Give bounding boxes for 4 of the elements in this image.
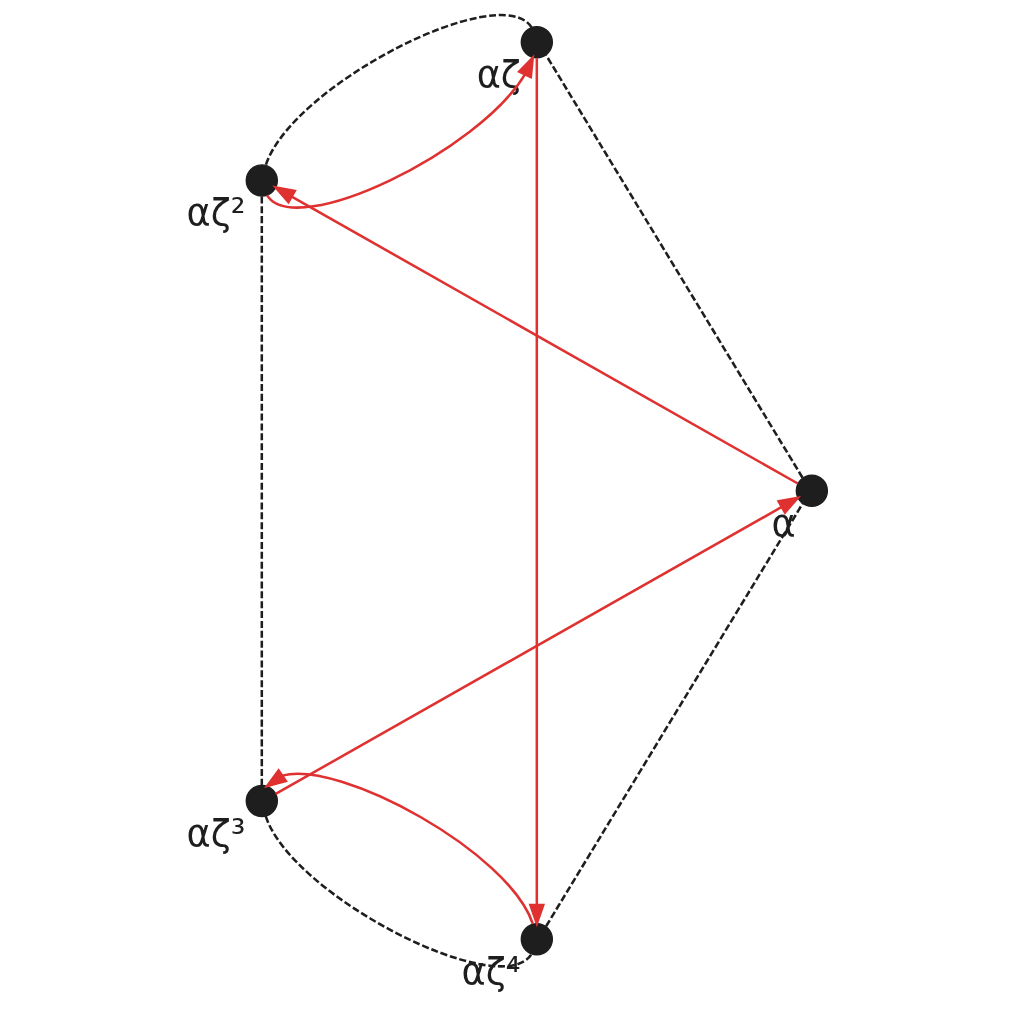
node-label: αζ⁴ [461,950,520,994]
node-label: αζ² [186,191,245,235]
node-label: αζ³ [186,811,245,855]
node-label: αζ [476,53,521,97]
